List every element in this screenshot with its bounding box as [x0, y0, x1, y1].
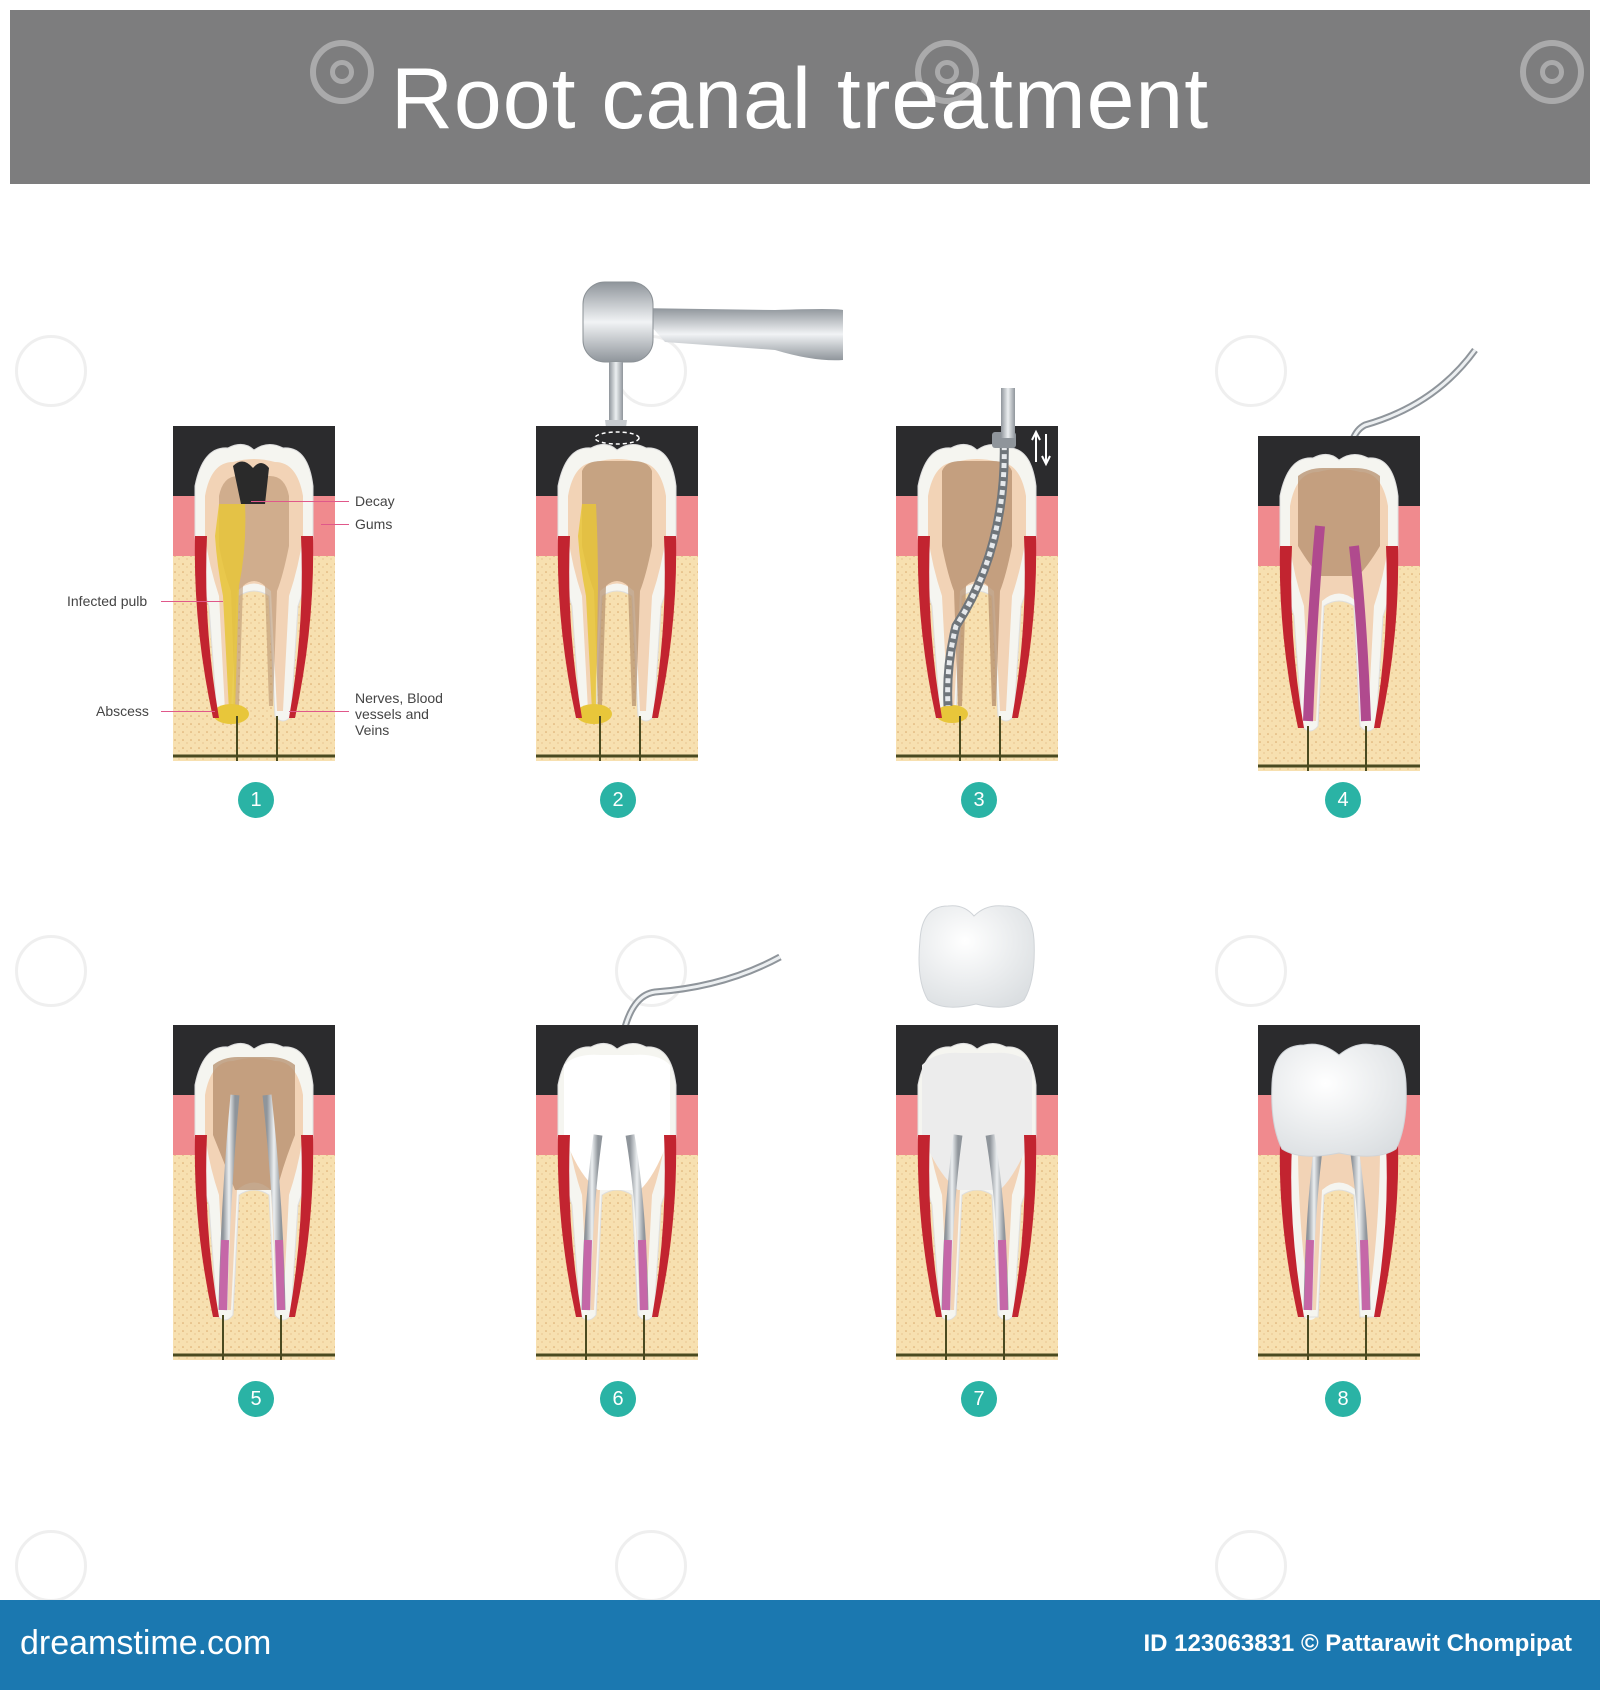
step-4-panel	[1258, 436, 1420, 771]
watermark-icon	[1520, 40, 1584, 104]
nerves-label: Nerves, Blood vessels and Veins	[355, 690, 443, 738]
watermark-icon	[1215, 1530, 1287, 1602]
step-3-panel	[896, 426, 1058, 761]
footer-logo: dreamstime.com	[20, 1624, 272, 1662]
watermark-icon	[615, 1530, 687, 1602]
crown-cap-icon	[912, 900, 1042, 1017]
watermark-icon	[1215, 335, 1287, 407]
watermark-icon	[15, 335, 87, 407]
tooth-diagram	[1258, 1025, 1420, 1360]
footer-bar: dreamstime.com ID 123063831 © Pattarawit…	[0, 1600, 1600, 1690]
tooth-diagram	[173, 426, 335, 761]
infected-pulb-leader	[161, 601, 223, 602]
footer-credit: ID 123063831 © Pattarawit Chompipat	[1143, 1630, 1572, 1657]
tooth-diagram	[896, 426, 1058, 761]
step-badge: 8	[1325, 1381, 1361, 1417]
step-5-panel	[173, 1025, 335, 1360]
watermark-icon	[15, 935, 87, 1007]
decay-leader	[251, 501, 349, 502]
step-badge: 2	[600, 782, 636, 818]
title-bar: Root canal treatment	[10, 10, 1590, 184]
gums-label: Gums	[355, 516, 393, 532]
infected-pulb-label: Infected pulb	[67, 593, 148, 609]
tooth-diagram	[536, 1025, 698, 1360]
watermark-icon	[615, 935, 687, 1007]
crown-svg	[918, 905, 1035, 1008]
step-badge: 6	[600, 1381, 636, 1417]
file-handle-svg	[1001, 388, 1015, 438]
step-6-panel	[536, 1025, 698, 1360]
nerves-leader	[289, 711, 349, 712]
step-badge: 5	[238, 1381, 274, 1417]
step-badge: 1	[238, 782, 274, 818]
gums-leader	[321, 524, 349, 525]
page-title: Root canal treatment	[390, 51, 1210, 147]
tooth-diagram	[173, 1025, 335, 1360]
watermark-icon	[310, 40, 374, 104]
step-badge: 3	[961, 782, 997, 818]
tooth-diagram	[1258, 436, 1420, 771]
watermark-icon	[1215, 935, 1287, 1007]
file-handle-icon	[998, 388, 1018, 443]
abscess-label: Abscess	[96, 703, 149, 719]
tooth-diagram	[536, 426, 698, 761]
decay-label: Decay	[355, 493, 395, 509]
step-badge: 4	[1325, 782, 1361, 818]
tooth-diagram	[896, 1025, 1058, 1360]
watermark-icon	[915, 40, 979, 104]
step-1-panel: Decay Gums Infected pulb Abscess Nerves,…	[67, 426, 443, 761]
abscess-leader	[161, 711, 215, 712]
step-2-panel	[536, 426, 698, 761]
step-7-panel	[896, 1025, 1058, 1360]
watermark-icon	[15, 1530, 87, 1602]
step-8-panel	[1258, 1025, 1420, 1360]
step-badge: 7	[961, 1381, 997, 1417]
